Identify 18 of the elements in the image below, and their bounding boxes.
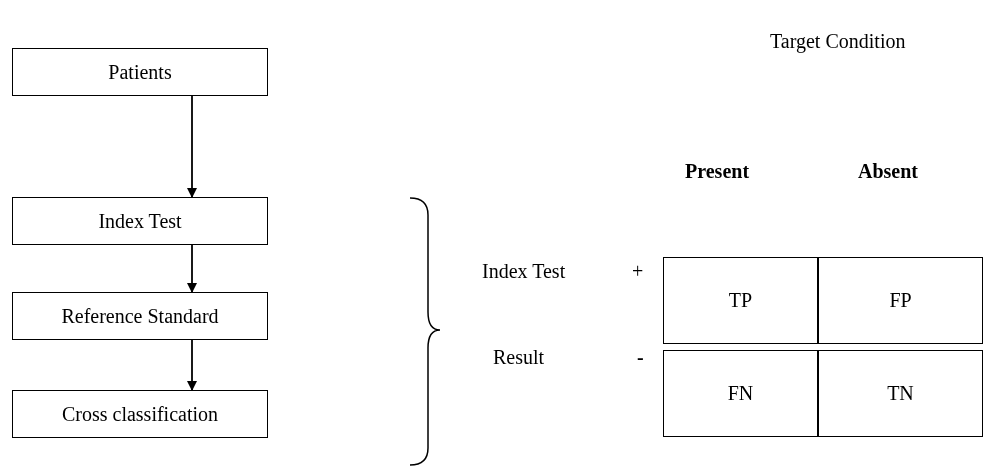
row-header: Result (493, 346, 545, 369)
label: Target Condition (770, 30, 906, 53)
arrow (187, 339, 197, 391)
column-header: Present (685, 160, 750, 183)
table-cell: FN (663, 350, 818, 437)
process-box: Patients (12, 48, 268, 96)
process-box: Cross classification (12, 390, 268, 438)
process-box: Index Test (12, 197, 268, 245)
table-cell: TN (818, 350, 983, 437)
table-cell: TP (663, 257, 818, 344)
arrow (187, 95, 197, 198)
row-sign: - (637, 346, 644, 369)
column-header: Absent (858, 160, 918, 183)
row-sign: + (632, 260, 644, 283)
row-header: Index Test (482, 260, 566, 283)
process-box: Reference Standard (12, 292, 268, 340)
arrow (187, 244, 197, 293)
table-cell: FP (818, 257, 983, 344)
